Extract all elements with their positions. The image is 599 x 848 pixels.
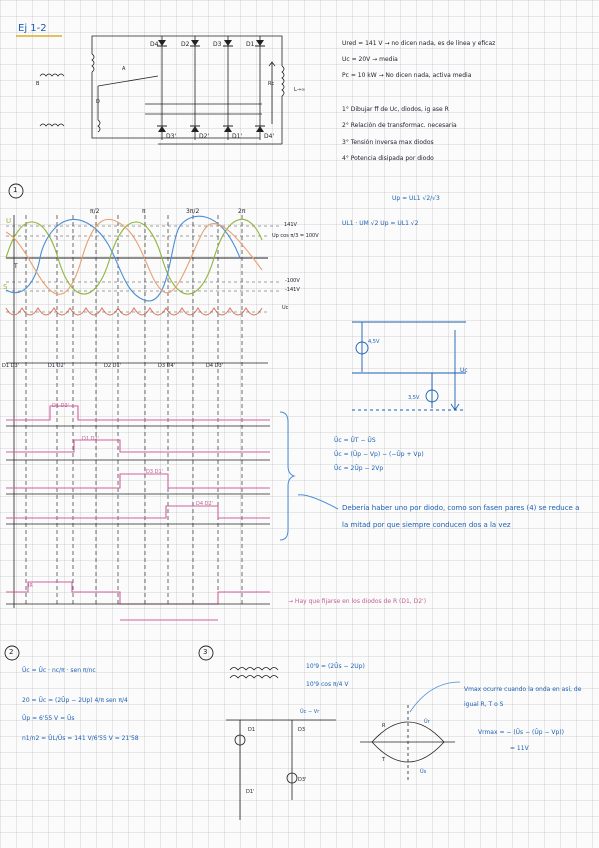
uc-max-expr: Ûc = (Ûp − Vp) − (−Ûp + Vp) [334,451,424,458]
line-voltage-formula: UL1 · UM √2 Up = UL1 √2 [342,220,419,227]
diode-label-bottom: D3' [166,133,177,140]
diode-label: D1 [246,41,255,48]
diode-row-label: D3 D4' [158,363,176,369]
section3-formula: 10'9 cos π/4 V [306,681,349,688]
s3-label: Ûr [424,719,430,725]
diode-symbols [157,40,265,132]
diode-row-label: D4 D3' [206,363,224,369]
s3-label: T [382,757,386,763]
wave-label-u: U [6,217,12,225]
phase-label: 3π/2 [186,208,200,215]
section3-drawing [226,667,461,820]
conduction-label: D4 D2' [196,501,214,507]
level-label: 141V [284,222,297,228]
ir-label: iR [28,583,33,589]
spec-line: Ured = 141 V → no dicen nada, es de líne… [342,40,496,47]
load-resistor-label: Rc [268,81,275,87]
peak-phase-voltage: Ûp = 6'55 V = Ûs [22,715,75,722]
spec-line: Pc = 10 kW → No dicen nada, activa media [342,72,472,79]
phase-label: π [142,208,146,215]
node-value: 4,5V [368,339,380,345]
inductor-label: L→∞ [294,87,306,93]
conduction-label: D1 D3' [52,403,70,409]
wave-label-s: S [3,283,8,291]
node-label: D [96,99,100,105]
s3-label: Ûc − Vr [300,709,320,715]
section2-number: 2 [9,648,14,656]
diode-label: D4 [150,41,159,48]
diode-row-label: D2 D1' [104,363,122,369]
section1-marker [8,183,24,199]
node-value: 3,5V [408,395,420,401]
conduction-pulses [6,425,270,525]
node-label: B [36,81,40,87]
diode-label: D2 [181,41,190,48]
vmax-note: Vmax ocurre cuando la onda en así, de ig… [464,686,582,708]
uc-ripple [5,306,263,316]
section3-marker [198,645,214,661]
conduction-label: D1 D2' [82,436,100,442]
section1-number: 1 [13,186,18,194]
diode-label-bottom: D4' [264,133,275,140]
level-label: Uc [282,305,289,311]
diodes-note: Debería haber uno por diodo, como son fa… [342,504,580,529]
uc-max-expr: Ûc = ÛT − ÛS [334,437,376,444]
diode-row-label: D1 D2' [48,363,66,369]
task-line: 1° Dibujar ff de Uc, diodos, ig ase R [342,106,449,113]
s3-label: D3' [298,777,307,783]
diode-label-bottom: D1' [232,133,243,140]
uc-max-expr: Ûc = 2Ûp − 2Vp [334,465,384,472]
spec-line: Uc = 20V → media [342,56,398,63]
uc-label: Uc [460,367,468,374]
phase-gridlines [25,215,243,605]
section3-formula: 10'9 = (2Ûs − 2Up) [306,663,365,670]
avg-voltage-formula: Ūc = Ûc · nc/π · sen π/nc [22,667,96,674]
exercise-title: Ej 1-2 [18,23,47,34]
phase-label: π/2 [90,208,100,215]
avg-voltage-eq: 20 = Ūc = (2Ûp − 2Up) 4/π sen π/4 [22,697,128,704]
phase-voltage-formula: Up = UL1 √2/√3 [392,195,440,202]
section2-marker [4,645,20,661]
turns-ratio: n1/n2 = ÛL/Ûs = 141 V/6'55 V = 21'58 [22,735,139,742]
diode-label-bottom: D2' [199,133,210,140]
vmax-value: = 11V [510,745,529,752]
conduction-label: D3 D1' [146,469,164,475]
s3-label: D1' [246,789,255,795]
phase-waves [5,215,263,302]
rectifier-circuit [39,35,285,145]
level-label: -141V [285,287,300,293]
task-line: 4° Potencia disipada por diodo [342,155,434,162]
s3-label: D1 [248,727,256,733]
vmax-expr: Vrmax = − (Ûs − (Ûp − Vp)) [478,729,564,736]
diode-label: D3 [213,41,222,48]
uc-circuit [352,321,466,411]
section3-number: 3 [203,648,208,656]
r-diodes-note: → Hay que fijarse en los diodos de R (D1… [288,598,427,605]
s3-label: D3 [298,727,306,733]
s3-label: R [382,723,386,729]
task-line: 3° Tensión inversa max diodos [342,139,434,146]
phase-label: 2π [238,208,246,215]
node-label: A [122,66,126,72]
level-label: -100V [285,278,300,284]
s3-label: Ûs [420,769,427,775]
diode-row-label: D1 D3' [2,363,20,369]
task-line: 2° Relación de transformac. necesaria [342,122,457,129]
wave-label-t: T [14,263,18,270]
level-label: Up cos π/3 = 100V [272,233,319,239]
